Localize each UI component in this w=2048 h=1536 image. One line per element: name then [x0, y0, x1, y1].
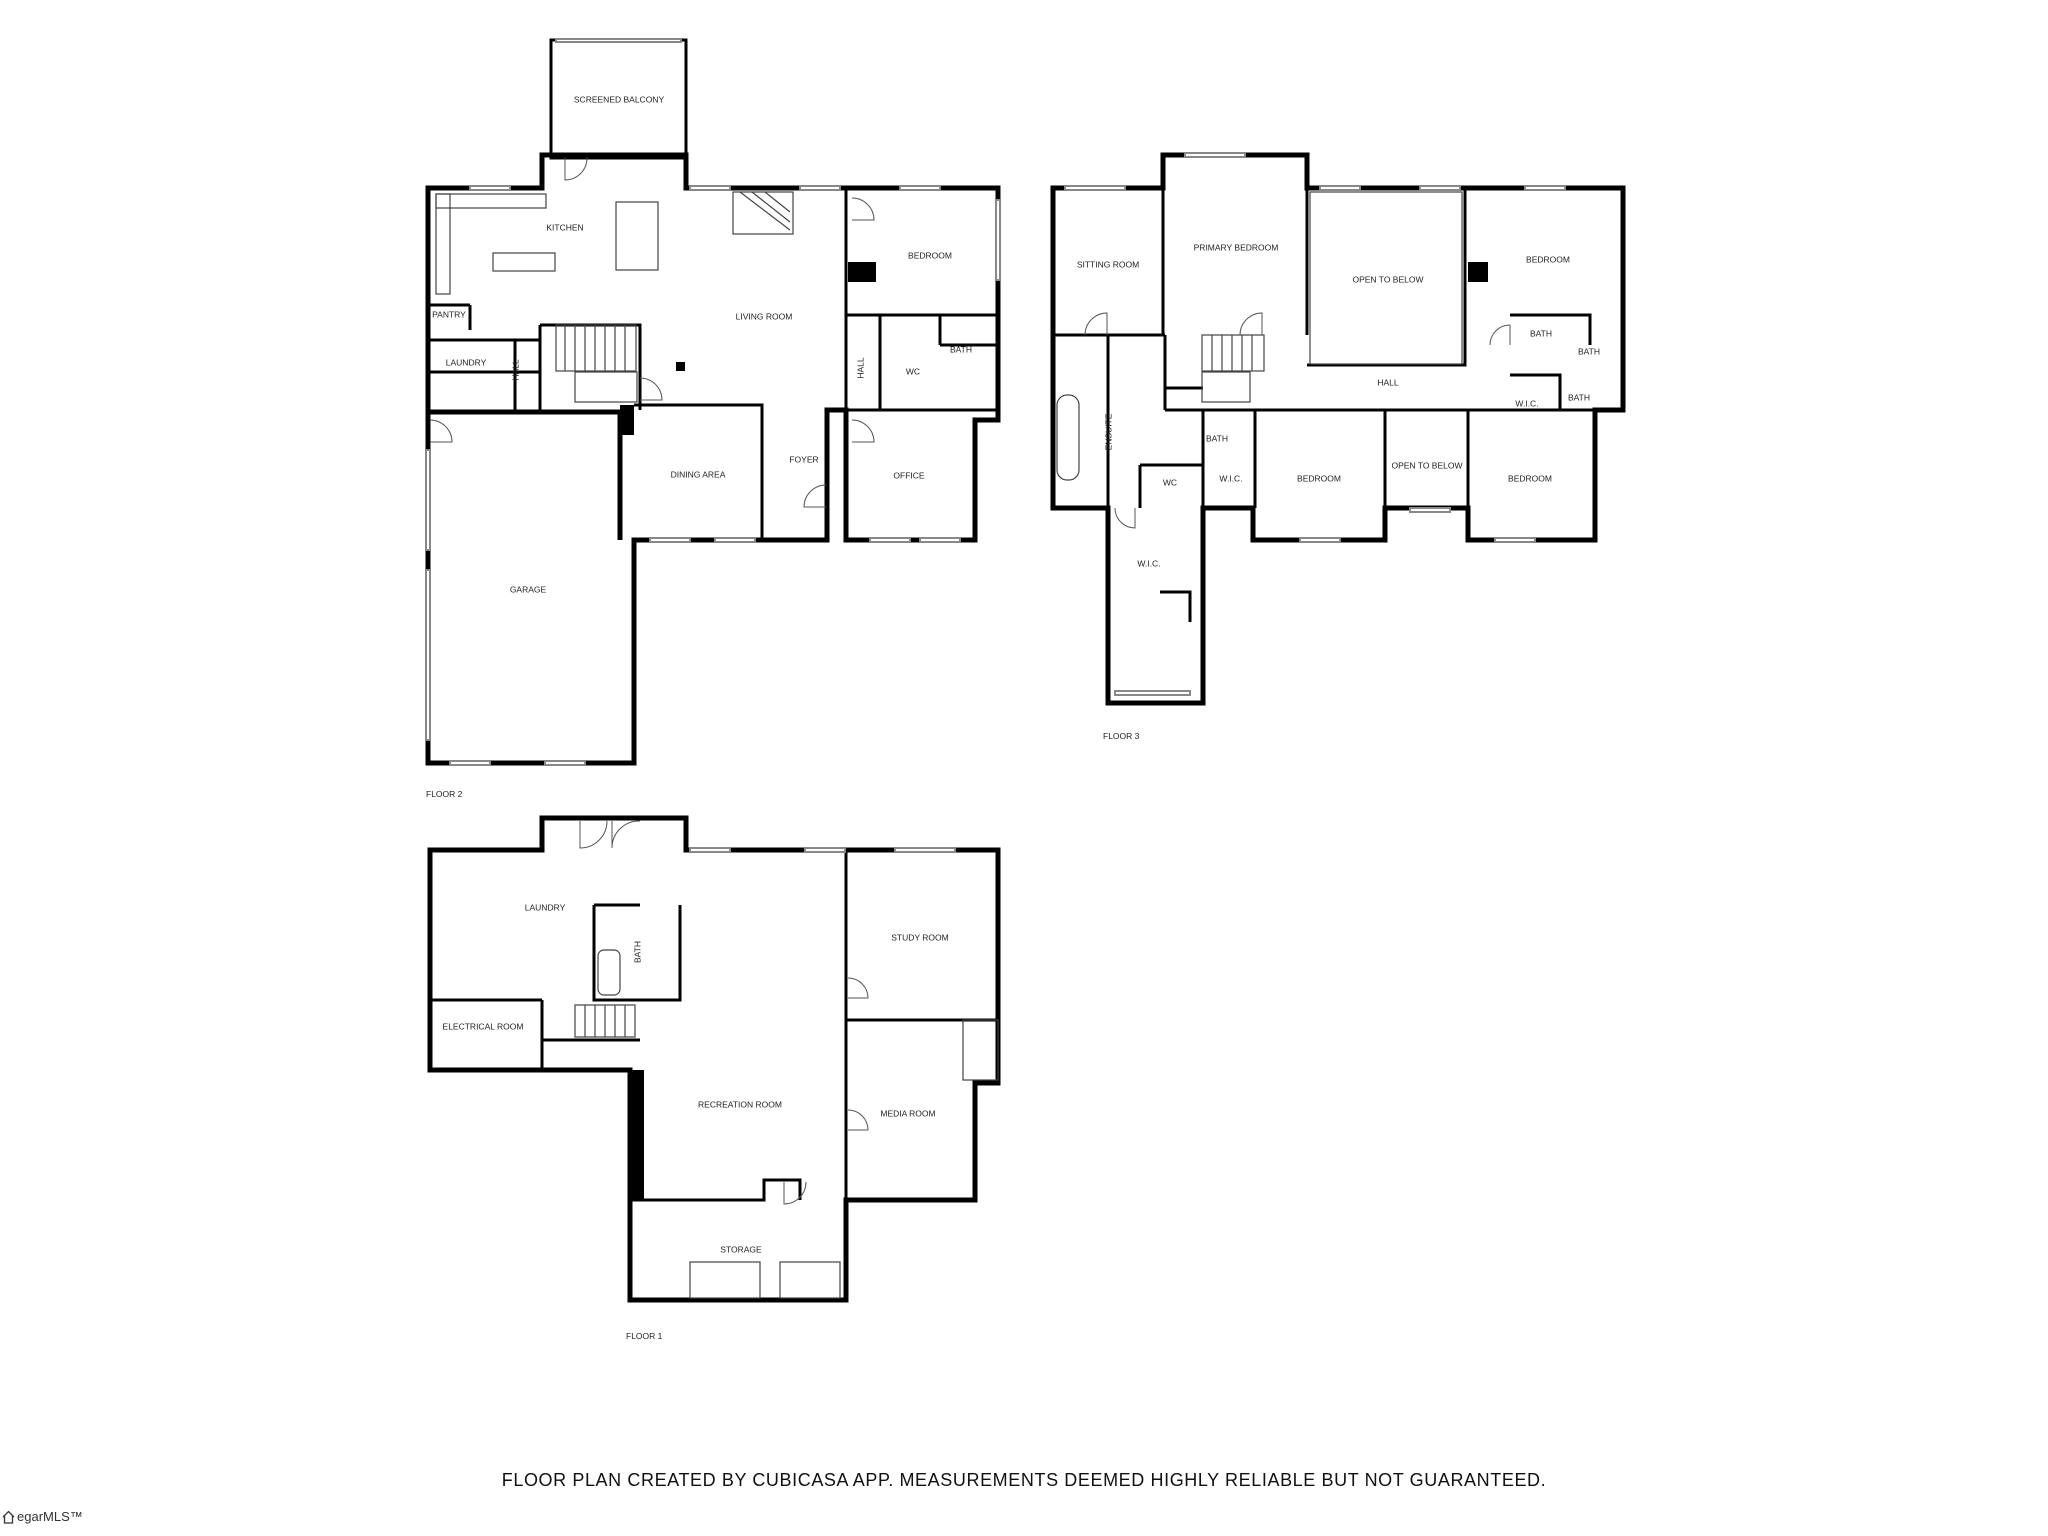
kitchen-island-2 [615, 201, 659, 271]
room-label: BATH [1206, 433, 1228, 443]
floor-2-windows [425, 185, 1001, 766]
room-label: DINING AREA [671, 469, 726, 479]
fireplace-hearth [732, 191, 794, 235]
room-label: BEDROOM [1508, 473, 1552, 483]
watermark-text: egarMLS™ [17, 1509, 83, 1524]
room-label: WC [906, 366, 920, 376]
floor-3-interior-walls [1053, 188, 1623, 622]
floor-1-doors [579, 820, 869, 1205]
bathtub [1056, 394, 1080, 481]
floor-2-interior-walls [428, 188, 998, 412]
column [620, 405, 634, 435]
floor-label: FLOOR 3 [1103, 731, 1140, 741]
room-label: HALL [510, 359, 520, 381]
house-logo-icon [2, 1510, 15, 1524]
room-label: BEDROOM [1297, 473, 1341, 483]
room-label: OPEN TO BELOW [1391, 460, 1462, 470]
kitchen-island [492, 252, 556, 272]
room-label: BEDROOM [1526, 254, 1570, 264]
room-label: OFFICE [893, 470, 924, 480]
dining-wall [634, 403, 764, 540]
bathtub-floor-1 [597, 949, 621, 996]
room-label: W.I.C. [1515, 398, 1538, 408]
floor-1-interior-walls [430, 850, 998, 1202]
floor-3-room-labels: SITTING ROOM PRIMARY BEDROOM OPEN TO BEL… [1077, 242, 1600, 568]
media-cabinet [962, 1019, 999, 1081]
floor-2-outer-walls [425, 152, 1001, 766]
room-label: HALL [855, 357, 865, 379]
corner-block [1468, 262, 1488, 282]
storage-shelf [689, 1261, 761, 1299]
fireplace-block [848, 262, 876, 282]
floor-1-windows [689, 847, 956, 853]
kitchen-counter [435, 193, 547, 209]
room-label: STORAGE [720, 1244, 762, 1254]
room-label: KITCHEN [546, 222, 583, 232]
room-label: ENSUITE [1103, 413, 1113, 450]
floor-3-stairs-top [1201, 334, 1265, 372]
room-label: BATH [1530, 328, 1552, 338]
floor-3-doors [1084, 312, 1511, 529]
room-label: W.I.C. [1219, 473, 1242, 483]
room-label: BATH [950, 344, 972, 354]
room-label: MEDIA ROOM [880, 1108, 935, 1118]
storage-shelf-2 [779, 1261, 841, 1299]
floor-2-room-labels: SCREENED BALCONY KITCHEN PANTRY LAUNDRY … [432, 94, 972, 594]
floor-1-outer-walls [427, 815, 1001, 1303]
recreation-wall-block [630, 1070, 644, 1200]
floor-3-plan: SITTING ROOM PRIMARY BEDROOM OPEN TO BEL… [1050, 152, 1626, 741]
room-label: GARAGE [510, 584, 547, 594]
room-label: PANTRY [432, 309, 466, 319]
room-label: LIVING ROOM [736, 311, 793, 321]
balcony-window [555, 38, 682, 43]
open-to-below-outline [1309, 191, 1463, 365]
room-label: PRIMARY BEDROOM [1194, 242, 1279, 252]
post [676, 362, 685, 371]
floor-label: FLOOR 2 [426, 789, 463, 799]
kitchen-counter-side [435, 193, 451, 295]
room-label: BATH [1578, 346, 1600, 356]
room-label: SITTING ROOM [1077, 259, 1139, 269]
floor-1-plan: LAUNDRY BATH STUDY ROOM ELECTRICAL ROOM … [427, 815, 1001, 1341]
disclaimer-footer: FLOOR PLAN CREATED BY CUBICASA APP. MEAS… [501, 1470, 1547, 1490]
room-label: LAUNDRY [446, 357, 487, 367]
mls-watermark: egarMLS™ [2, 1509, 83, 1524]
floor-1-stair-treads [584, 1005, 626, 1037]
room-label: WC [1163, 477, 1177, 487]
room-label: BATH [632, 941, 642, 963]
room-label: HALL [1377, 377, 1399, 387]
room-label: RECREATION ROOM [698, 1099, 782, 1109]
floor-2-plan: SCREENED BALCONY KITCHEN PANTRY LAUNDRY … [425, 38, 1001, 799]
stair-treads [1211, 335, 1253, 371]
floor-2-stairs [555, 324, 638, 403]
floor-3-outer-walls [1050, 152, 1626, 706]
floor-3-windows [1064, 152, 1566, 696]
floor-label: FLOOR 1 [626, 1331, 663, 1341]
room-label: BEDROOM [908, 250, 952, 260]
garage-wall [428, 409, 623, 540]
room-label: FOYER [789, 454, 818, 464]
hearth-hatch [739, 191, 791, 231]
room-label: OPEN TO BELOW [1352, 274, 1423, 284]
room-label: BATH [1568, 392, 1590, 402]
floor-3-stairs-bottom [1201, 371, 1251, 403]
floor-1-room-labels: LAUNDRY BATH STUDY ROOM ELECTRICAL ROOM … [443, 902, 949, 1254]
room-label: STUDY ROOM [891, 932, 948, 942]
room-label: LAUNDRY [525, 902, 566, 912]
room-label: ELECTRICAL ROOM [443, 1021, 524, 1031]
floor-2-doors [429, 157, 875, 508]
room-label: W.I.C. [1137, 558, 1160, 568]
room-label: SCREENED BALCONY [574, 94, 665, 104]
